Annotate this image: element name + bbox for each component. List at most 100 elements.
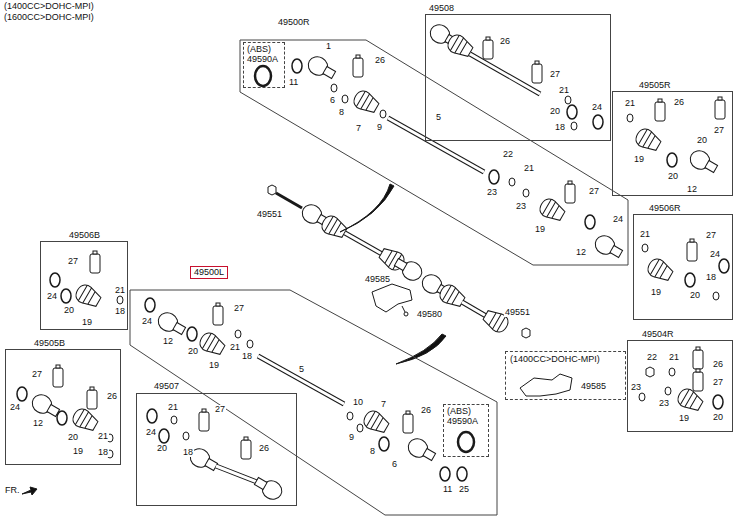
illustration-part (87, 387, 97, 409)
illustration-part (268, 185, 276, 195)
callout-number: 11 (442, 485, 453, 494)
illustration-part (489, 170, 499, 184)
illustration-part (345, 233, 382, 254)
callout-number: 21 (523, 164, 535, 173)
illustration-part (345, 233, 382, 254)
illustration-part (17, 387, 27, 401)
callout-number: 21 (624, 99, 636, 108)
illustration-part (565, 181, 575, 203)
callout-number: 5 (298, 365, 305, 374)
callout-number: 20 (689, 291, 701, 300)
callout-number: 27 (67, 257, 79, 266)
illustration-part (713, 292, 719, 300)
callout-number: 21 (167, 403, 179, 412)
illustration-part (402, 306, 405, 312)
group-number: 49504R (642, 330, 674, 339)
callout-number: 12 (686, 185, 698, 194)
callout-number: 21 (668, 353, 680, 362)
illustration-part (532, 61, 542, 83)
callout-number: 23 (486, 188, 498, 197)
illustration-part (592, 232, 625, 262)
callout-number: 24 (141, 317, 153, 326)
illustration-part (437, 282, 467, 310)
illustration-part (70, 406, 100, 434)
callout-number: 19 (72, 447, 84, 456)
illustration-part (159, 429, 169, 443)
callout-number: 19 (534, 225, 546, 234)
callout-number: 20 (667, 172, 679, 181)
illustration-part (380, 110, 386, 118)
group-number: 49506B (69, 231, 100, 240)
group-frame: 49500R(ABS)49590A (240, 38, 630, 267)
illustration-part (199, 409, 209, 431)
callout-number: 19 (81, 318, 93, 327)
callout-number: 18 (97, 448, 109, 457)
illustration-part (483, 37, 493, 59)
part-number: 49590A (447, 417, 478, 426)
callout-number: 24 (591, 103, 603, 112)
front-indicator: FR. (4, 486, 21, 495)
illustration-part (687, 147, 720, 177)
illustration-part (440, 467, 450, 481)
illustration-part (462, 302, 486, 316)
illustration-part (392, 254, 425, 284)
illustration-part (241, 437, 251, 459)
illustration-part (520, 374, 572, 396)
group-number: (1400CC>DOHC-MPI) (510, 355, 600, 364)
illustration-part (255, 66, 271, 86)
illustration-part (53, 365, 63, 387)
illustration-part (593, 115, 603, 129)
illustration-part (687, 239, 697, 261)
callout-number: 21 (97, 432, 109, 441)
illustration-part (719, 259, 729, 273)
option-box: (ABS)49590A (243, 42, 285, 88)
frame-outline-path (130, 290, 497, 515)
illustration-part (396, 334, 446, 364)
callout-number: 10 (352, 398, 364, 407)
illustration-part (61, 289, 71, 303)
illustration-part (627, 114, 633, 122)
callout-number: 24 (9, 403, 21, 412)
illustration-part (252, 473, 285, 503)
illustration-part (247, 340, 253, 348)
callout-number: 18 (705, 273, 717, 282)
illustration-part (693, 347, 703, 369)
callout-number: 26 (499, 37, 511, 46)
callout-number: 19 (678, 414, 690, 423)
illustration-part (685, 273, 695, 287)
callout-number: 18 (114, 307, 126, 316)
illustration-part (470, 54, 540, 94)
illustration-part (457, 467, 467, 481)
illustration-part (655, 99, 665, 121)
callout-number: 24 (709, 250, 721, 259)
callout-number: 22 (646, 353, 658, 362)
callout-number: 20 (67, 433, 79, 442)
group-number: (ABS) (247, 45, 271, 54)
callout-number: 24 (612, 215, 624, 224)
option-box: (1400CC>DOHC-MPI)49585 (505, 351, 626, 400)
illustration-part (458, 432, 474, 452)
illustration-part (90, 251, 100, 273)
callout-number: 12 (32, 419, 44, 428)
illustration-part (404, 312, 408, 316)
illustration-part (713, 395, 723, 409)
callout-number: 12 (162, 337, 174, 346)
callout-number: 9 (376, 123, 383, 132)
illustration-part (183, 432, 189, 440)
illustration-part (276, 193, 302, 208)
illustration-part (171, 416, 177, 424)
illustration-part (372, 284, 412, 312)
callout-number: 20 (696, 136, 708, 145)
illustration-part (645, 256, 675, 284)
illustration-part (22, 487, 37, 495)
illustration-part (462, 302, 486, 316)
illustration-part (388, 118, 484, 172)
illustration-part (403, 411, 413, 433)
illustration-part (353, 55, 363, 77)
callout-number: 27 (549, 70, 561, 79)
callout-number: 21 (114, 286, 126, 295)
callout-number: 23 (630, 383, 642, 392)
callout-number: 11 (288, 78, 299, 87)
